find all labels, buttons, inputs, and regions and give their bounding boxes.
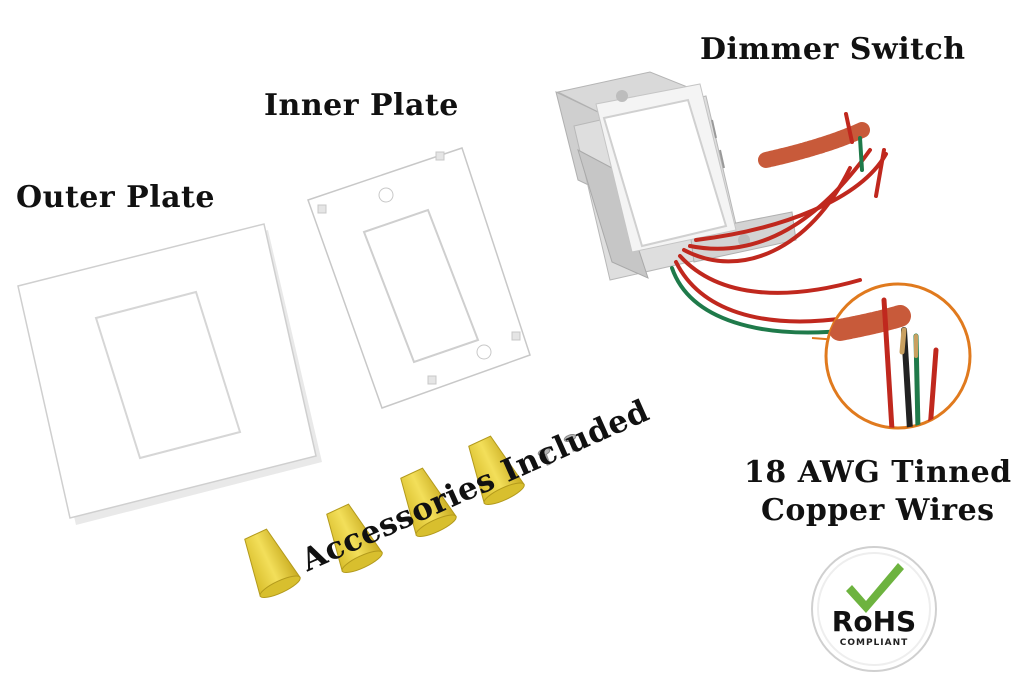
rohs-subtitle: COMPLIANT <box>839 638 909 648</box>
outer-plate <box>17 223 322 525</box>
wires-label-line2: Copper Wires <box>761 493 995 528</box>
inner-plate <box>307 147 531 409</box>
inner-plate-label: Inner Plate <box>264 88 459 123</box>
rohs-title: RoHS <box>831 605 917 638</box>
dimmer-switch-label: Dimmer Switch <box>700 32 966 67</box>
outer-plate-label: Outer Plate <box>16 180 215 215</box>
wire-callout <box>811 282 972 430</box>
wires <box>670 112 888 335</box>
check-icon <box>846 563 904 613</box>
rohs-badge-graphic <box>811 546 937 672</box>
rohs-badge: RoHS COMPLIANT <box>810 545 938 673</box>
wires-label: 18 AWG Tinned Copper Wires <box>744 454 1012 530</box>
screws <box>537 434 577 466</box>
wires-label-line1: 18 AWG Tinned <box>744 455 1012 490</box>
wire-nuts <box>244 435 525 599</box>
dimmer-switch <box>555 71 797 281</box>
